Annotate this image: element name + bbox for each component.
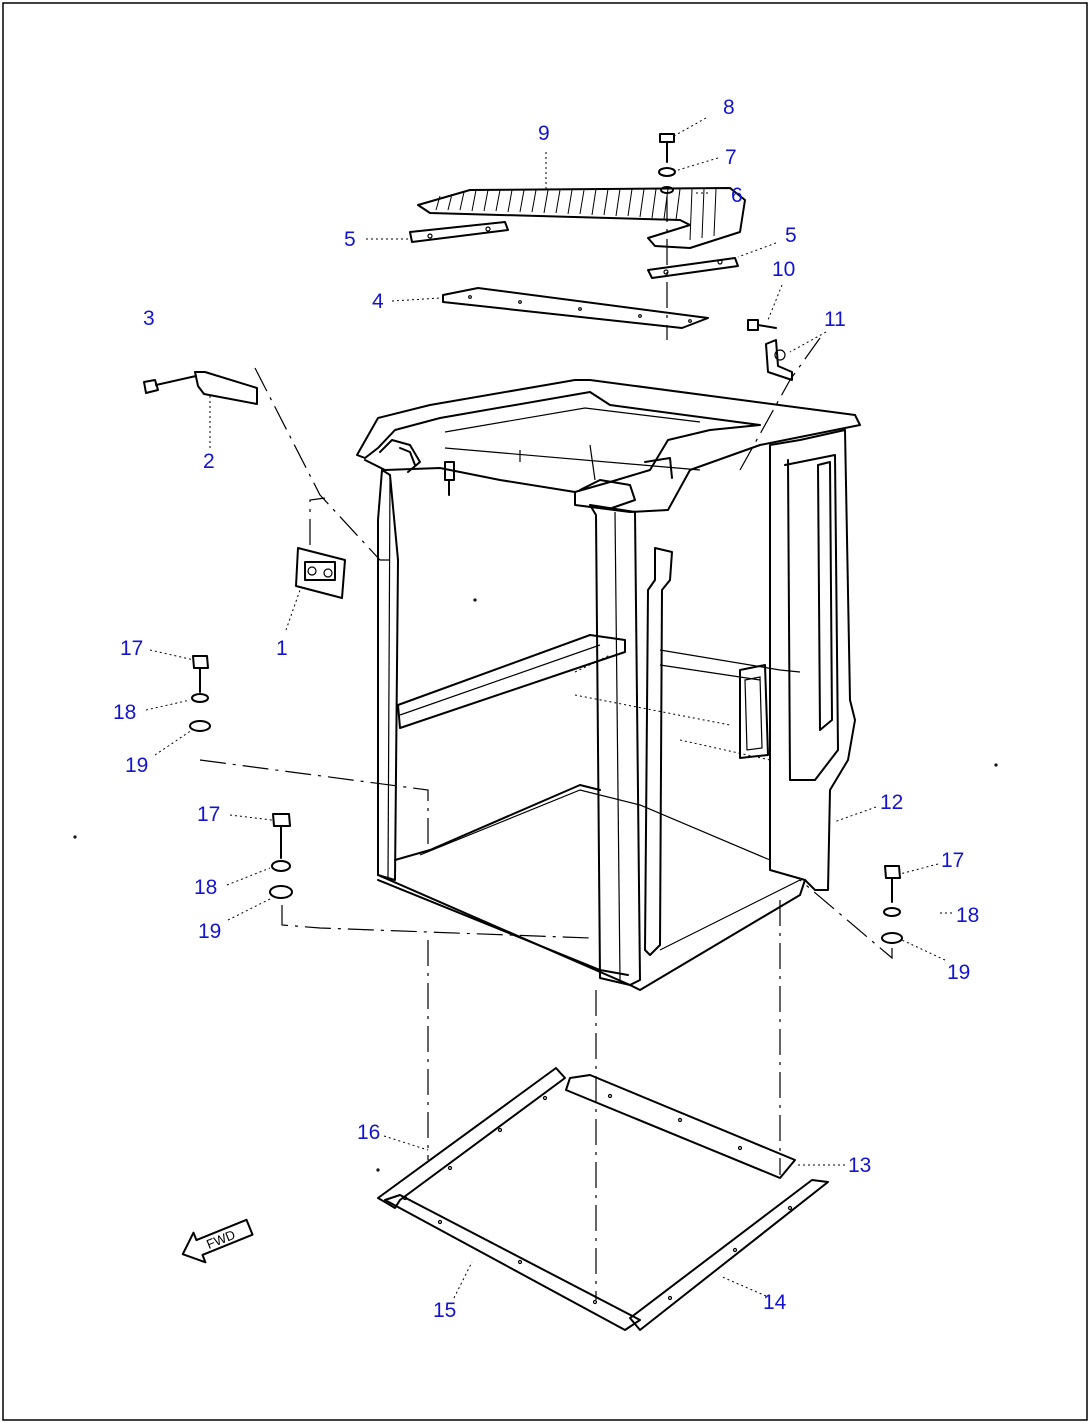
- callout-18-right: 18: [956, 904, 979, 927]
- callout-10: 10: [772, 258, 795, 281]
- roof-pin: [444, 461, 455, 496]
- callout-5-right: 5: [785, 224, 797, 247]
- roof-panel-part-4: [442, 287, 709, 329]
- spacer-plate-part-5-right: [647, 257, 739, 279]
- callout-17-left-lower: 17: [197, 803, 220, 826]
- callout-17-left-upper: 17: [120, 637, 143, 660]
- callout-labels: 9 8 7 6 5 5 4 10 11 3 2 1 17 18 19 17 18…: [113, 96, 979, 1322]
- callout-2: 2: [203, 450, 215, 473]
- callout-18-left-lower: 18: [194, 876, 217, 899]
- callout-18-left-upper: 18: [113, 701, 136, 724]
- callout-4: 4: [372, 290, 384, 313]
- callout-19-left-upper: 19: [125, 754, 148, 777]
- bolt-part-10: [747, 319, 777, 331]
- latch-part-1: [295, 547, 346, 599]
- cab-frame-part-12: [356, 379, 861, 991]
- callout-19-right: 19: [947, 961, 970, 984]
- callout-5-left: 5: [344, 228, 356, 251]
- callout-1: 1: [276, 637, 288, 660]
- callout-6: 6: [731, 184, 743, 207]
- spacer-plate-part-5-left: [409, 221, 509, 243]
- pin-part-2: [143, 371, 258, 405]
- bolt-washer-group-right: [881, 865, 903, 944]
- callout-13: 13: [848, 1154, 871, 1177]
- callout-16: 16: [357, 1121, 380, 1144]
- callout-11: 11: [824, 308, 846, 331]
- callout-3: 3: [143, 307, 155, 330]
- washer-part-6: [660, 186, 674, 194]
- roof-grille-part-9: [417, 187, 746, 249]
- leader-lines: [145, 117, 952, 1299]
- washer-part-7: [658, 167, 676, 177]
- callout-12: 12: [880, 791, 903, 814]
- floor-seal-frame: [377, 1067, 829, 1331]
- callout-15: 15: [433, 1299, 456, 1322]
- bolt-washer-group-left-upper: [189, 655, 211, 732]
- callout-19-left-lower: 19: [198, 920, 221, 943]
- bolt-washer-group-left-lower: [269, 813, 293, 899]
- callout-17-right: 17: [941, 849, 964, 872]
- callout-7: 7: [725, 146, 737, 169]
- callout-8: 8: [723, 96, 735, 119]
- callout-14: 14: [763, 1291, 787, 1314]
- bracket-part-11: [765, 339, 793, 381]
- bolt-part-8: [659, 133, 675, 163]
- forward-arrow-icon: FWD: [181, 1218, 254, 1264]
- callout-9: 9: [538, 122, 550, 145]
